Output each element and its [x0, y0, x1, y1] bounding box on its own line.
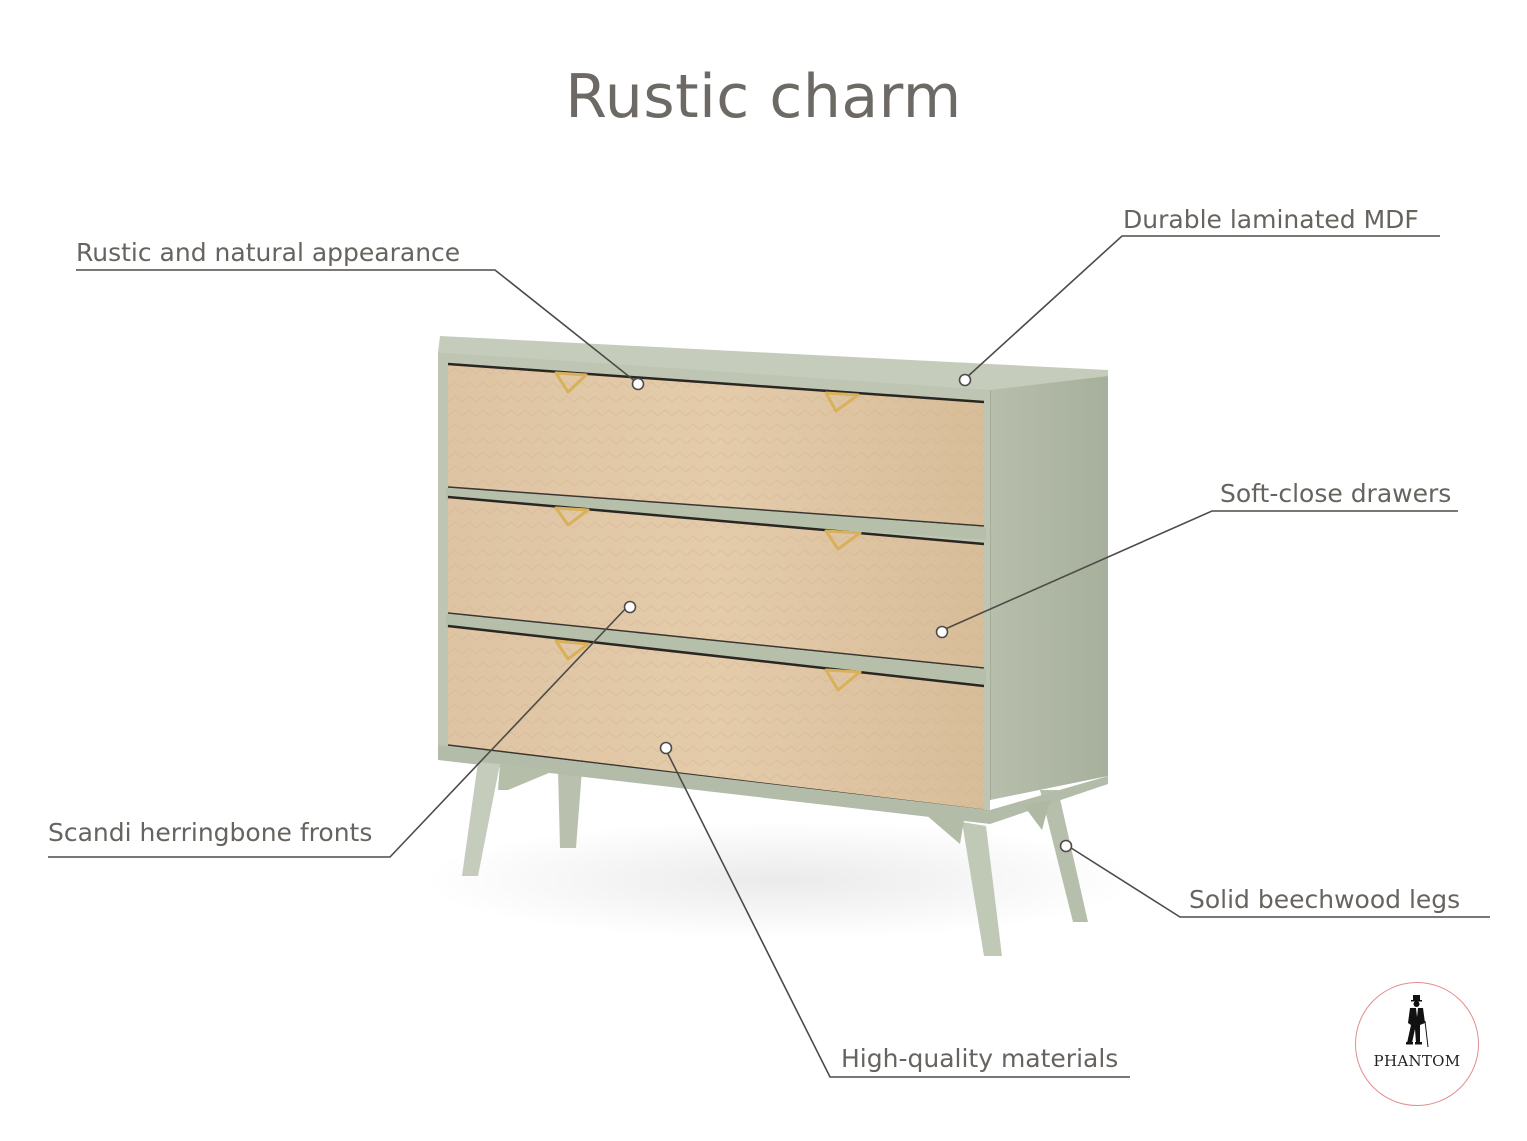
front-legs — [462, 762, 1050, 956]
callout-quality-materials: High-quality materials — [841, 1044, 1119, 1073]
callout-dot-softclose — [935, 625, 949, 639]
page-title: Rustic charm — [565, 62, 962, 132]
callout-durable-mdf: Durable laminated MDF — [1123, 205, 1419, 234]
dresser-top — [438, 336, 1108, 392]
gentleman-icon — [1406, 995, 1429, 1048]
brand-logo: PHANTOM — [1355, 982, 1479, 1106]
callout-rustic-appearance: Rustic and natural appearance — [76, 238, 461, 267]
dresser-side — [990, 376, 1108, 800]
callout-dot-materials — [659, 741, 673, 755]
callout-beechwood-legs: Solid beechwood legs — [1189, 885, 1461, 914]
callout-dot-scandi — [623, 600, 637, 614]
callout-dot-mdf — [958, 373, 972, 387]
brand-name: PHANTOM — [1373, 1052, 1461, 1070]
callout-soft-close: Soft-close drawers — [1220, 479, 1452, 508]
drawer-1 — [447, 362, 985, 527]
back-legs — [558, 770, 1088, 922]
callout-dot-legs — [1059, 839, 1073, 853]
drawer-handles — [554, 371, 862, 692]
callout-dot-rustic — [631, 377, 645, 391]
callout-scandi-fronts: Scandi herringbone fronts — [48, 818, 373, 847]
